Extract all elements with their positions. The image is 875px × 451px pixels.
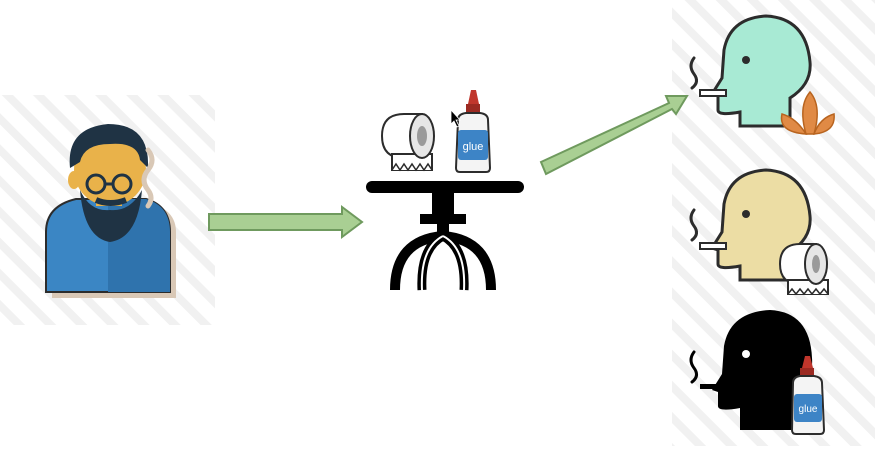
glue-label: glue [463, 141, 484, 153]
smoking-head-icon [689, 14, 812, 128]
glue-bottle-icon: glue [454, 90, 492, 173]
tobacco-leaf-icon [780, 90, 835, 135]
bearded-man-icon [45, 124, 176, 298]
glue-bottle-icon: glue [790, 356, 826, 435]
glue-label: glue [799, 404, 818, 415]
toilet-paper-icon [380, 113, 435, 172]
arrow-person-to-table [208, 205, 364, 239]
mouse-cursor-icon [450, 108, 461, 128]
arrow-table-to-smoker [539, 95, 689, 176]
toilet-paper-icon [778, 243, 829, 296]
smoking-head-icon [689, 310, 813, 430]
table-icon [366, 181, 524, 291]
